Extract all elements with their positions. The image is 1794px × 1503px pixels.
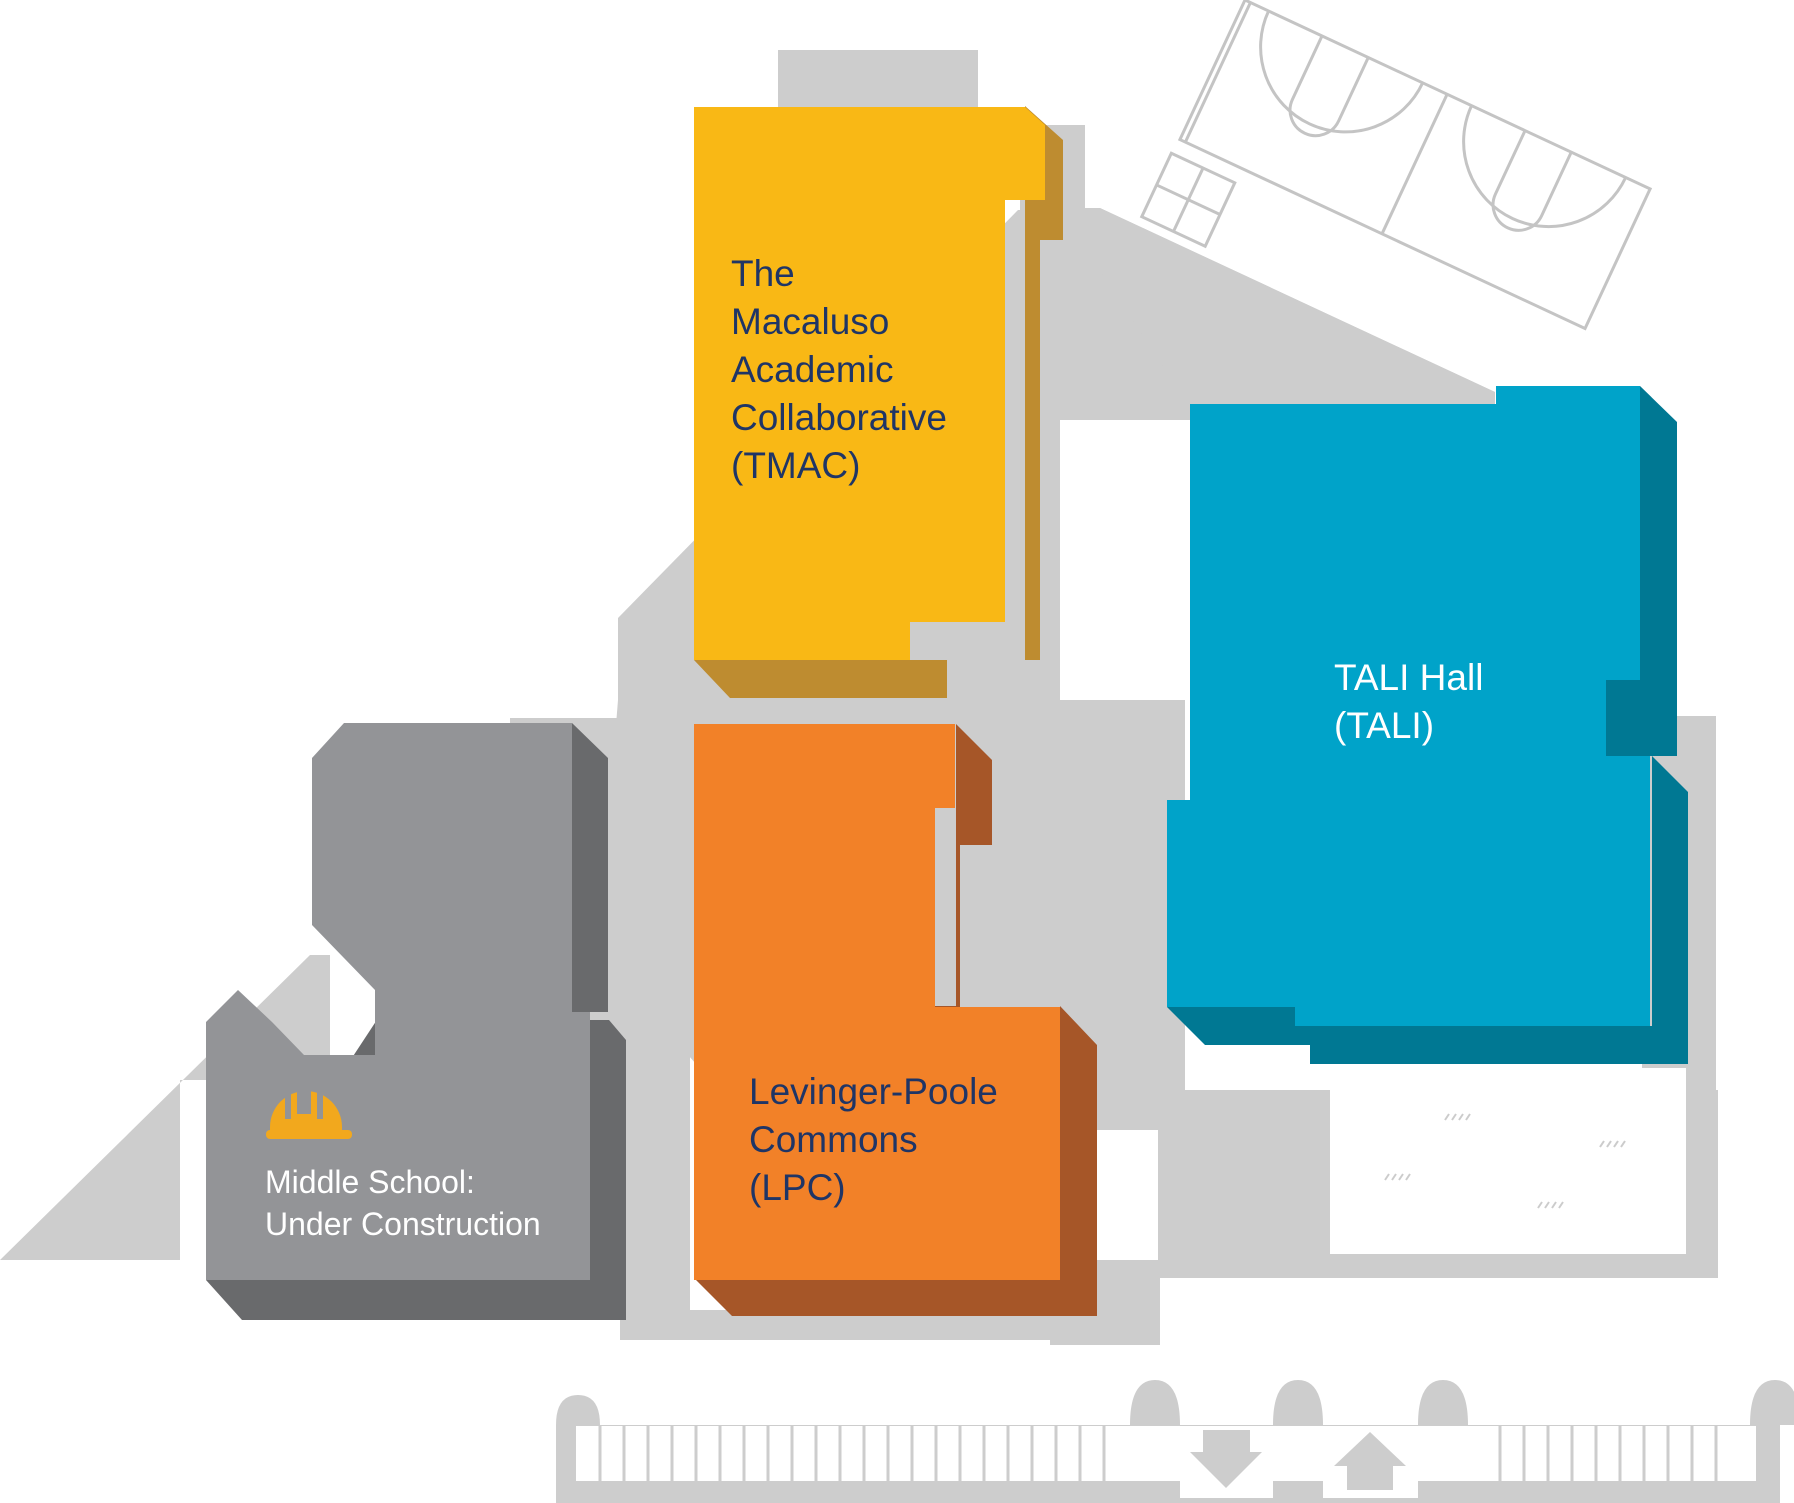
tmac-label-line: (TMAC) [731,445,861,487]
tali-label-line: (TALI) [1334,705,1435,747]
lpc-label: Levinger-Poole Commons (LPC) [749,1068,998,1212]
tmac-label-line: Academic [731,349,894,391]
tmac-label-line: Macaluso [731,301,890,343]
basketball-courts [1139,0,1653,331]
middle-school-label: Middle School: Under Construction [265,1162,541,1245]
tali-label: TALI Hall (TALI) [1334,654,1483,750]
building-tmac[interactable] [694,106,1063,698]
building-tali[interactable] [1167,386,1688,1064]
middle-school-label-line: Middle School: [265,1164,475,1200]
hardhat-icon [266,1084,352,1139]
lpc-label-line: Commons [749,1119,918,1161]
building-middle-school[interactable] [206,723,626,1320]
lpc-label-line: (LPC) [749,1167,846,1209]
tali-side-upper [1606,386,1677,756]
tmac-front [694,107,1045,660]
tmac-label-line: Collaborative [731,397,947,439]
tali-front [1167,386,1650,1026]
entrance-fence [556,1380,1794,1503]
middle-school-front [206,723,590,1280]
tmac-label-line: The [731,253,795,294]
arrow-up-icon [1334,1432,1406,1490]
tmac-label: The Macaluso Academic Collaborative (TMA… [731,250,947,490]
courtyard-grass-marks [1384,1113,1626,1209]
lpc-label-line: Levinger-Poole [749,1071,998,1112]
building-lpc[interactable] [694,724,1097,1316]
courtyard [1330,1068,1686,1254]
lpc-front [694,724,1060,1280]
arrow-down-icon [1190,1430,1262,1488]
tali-side [1167,756,1688,1064]
tali-label-line: TALI Hall [1334,657,1484,698]
middle-school-label-line: Under Construction [265,1205,541,1242]
